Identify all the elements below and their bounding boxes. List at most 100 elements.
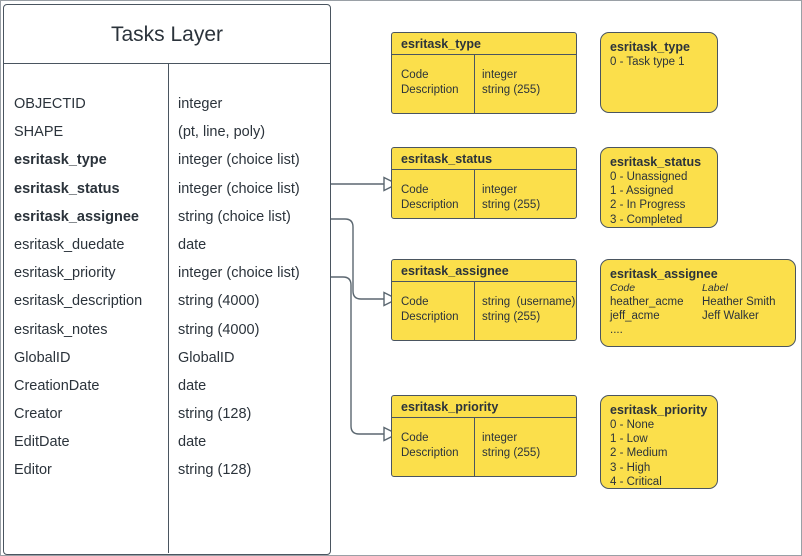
field-name: esritask_assignee	[14, 208, 139, 225]
domain-title: esritask_status	[392, 148, 576, 170]
field-type: integer (choice list)	[178, 265, 300, 282]
field-name: GlobalID	[14, 349, 71, 366]
connector-assignee	[331, 218, 384, 300]
field-name: OBJECTID	[14, 96, 86, 112]
coded-values-title: esritask_type	[610, 40, 690, 54]
page-title: Tasks Layer	[4, 5, 330, 64]
coded-value-line: 4 - Critical	[610, 475, 662, 488]
field-type: (pt, line, poly)	[178, 124, 266, 141]
coded-values-esritask-type[interactable]: esritask_type 0 - Task type 1	[600, 32, 718, 113]
field-row: esritask_priority integer (choice list)	[4, 259, 330, 287]
field-type: date	[178, 236, 207, 253]
coded-value-line: 0 - Task type 1	[610, 56, 685, 68]
field-name: esritask_priority	[14, 265, 116, 282]
coded-value-header-row: Code Label	[610, 282, 786, 295]
field-name: CreationDate	[14, 377, 100, 394]
domain-title: esritask_assignee	[392, 260, 576, 282]
domain-column-divider	[474, 282, 475, 340]
field-type: date	[178, 377, 207, 394]
coded-value-line: 0 - Unassigned	[610, 171, 688, 183]
field-row: esritask_status integer (choice list)	[4, 175, 330, 203]
coded-value-line: 3 - High	[610, 461, 651, 474]
domain-column-divider	[474, 170, 475, 218]
coded-value-label: Jeff Walker	[702, 310, 759, 323]
field-row: esritask_description string (4000)	[4, 287, 330, 315]
field-name: SHAPE	[14, 124, 64, 141]
field-name: EditDate	[14, 434, 70, 451]
coded-value-code: jeff_acme	[610, 310, 660, 323]
coded-value-row: ....	[610, 323, 786, 337]
field-type: string (128)	[178, 462, 252, 479]
field-type: string (128)	[178, 406, 252, 423]
domain-column-divider	[474, 55, 475, 113]
domain-title: esritask_priority	[392, 396, 576, 418]
field-row: esritask_notes string (4000)	[4, 316, 330, 344]
coded-value-row: heather_acme Heather Smith	[610, 295, 786, 309]
field-row: OBJECTID integer	[4, 90, 330, 118]
coded-values-esritask-status[interactable]: esritask_status 0 - Unassigned 1 - Assign…	[600, 147, 718, 228]
domain-column-divider	[474, 418, 475, 476]
coded-value-code: Code	[610, 282, 636, 294]
field-name: esritask_status	[14, 180, 120, 197]
field-name: Editor	[14, 462, 52, 479]
field-type: integer	[178, 96, 223, 112]
field-type: string (choice list)	[178, 208, 291, 225]
field-type: integer (choice list)	[178, 180, 300, 197]
field-row: CreationDate date	[4, 372, 330, 400]
domain-title: esritask_type	[392, 33, 576, 55]
field-type: GlobalID	[178, 349, 235, 366]
field-type: string (4000)	[178, 293, 260, 310]
field-name: esritask_notes	[14, 321, 108, 338]
field-row: GlobalID GlobalID	[4, 344, 330, 372]
field-row: Creator string (128)	[4, 400, 330, 428]
coded-values-esritask-assignee[interactable]: esritask_assignee Code Label heather_acme H…	[600, 259, 796, 347]
coded-value-code: ....	[610, 324, 623, 337]
coded-value-label: Label	[702, 282, 728, 294]
column-divider	[168, 64, 169, 553]
field-name: esritask_description	[14, 293, 143, 310]
coded-values-title: esritask_priority	[610, 403, 708, 417]
coded-values-title: esritask_assignee	[610, 267, 718, 281]
field-row: esritask_type integer (choice list)	[4, 146, 330, 174]
field-name: esritask_type	[14, 152, 107, 169]
coded-value-line: 1 - Low	[610, 433, 648, 446]
field-name: Creator	[14, 406, 63, 423]
coded-values-title: esritask_status	[610, 155, 702, 169]
coded-value-row: jeff_acme Jeff Walker	[610, 309, 786, 323]
field-row: Editor string (128)	[4, 456, 330, 484]
field-row: esritask_assignee string (choice list)	[4, 203, 330, 231]
coded-value-line: 1 - Assigned	[610, 185, 674, 198]
coded-value-code: heather_acme	[610, 296, 684, 308]
coded-value-line: 2 - Medium	[610, 447, 668, 460]
field-row: SHAPE (pt, line, poly)	[4, 118, 330, 146]
coded-value-label: Heather Smith	[702, 296, 776, 308]
field-type: integer (choice list)	[178, 152, 300, 169]
coded-value-line: 3 - Completed	[610, 213, 683, 226]
field-type: string (4000)	[178, 321, 260, 338]
coded-value-line: 0 - None	[610, 419, 655, 431]
connector-priority	[331, 276, 384, 435]
